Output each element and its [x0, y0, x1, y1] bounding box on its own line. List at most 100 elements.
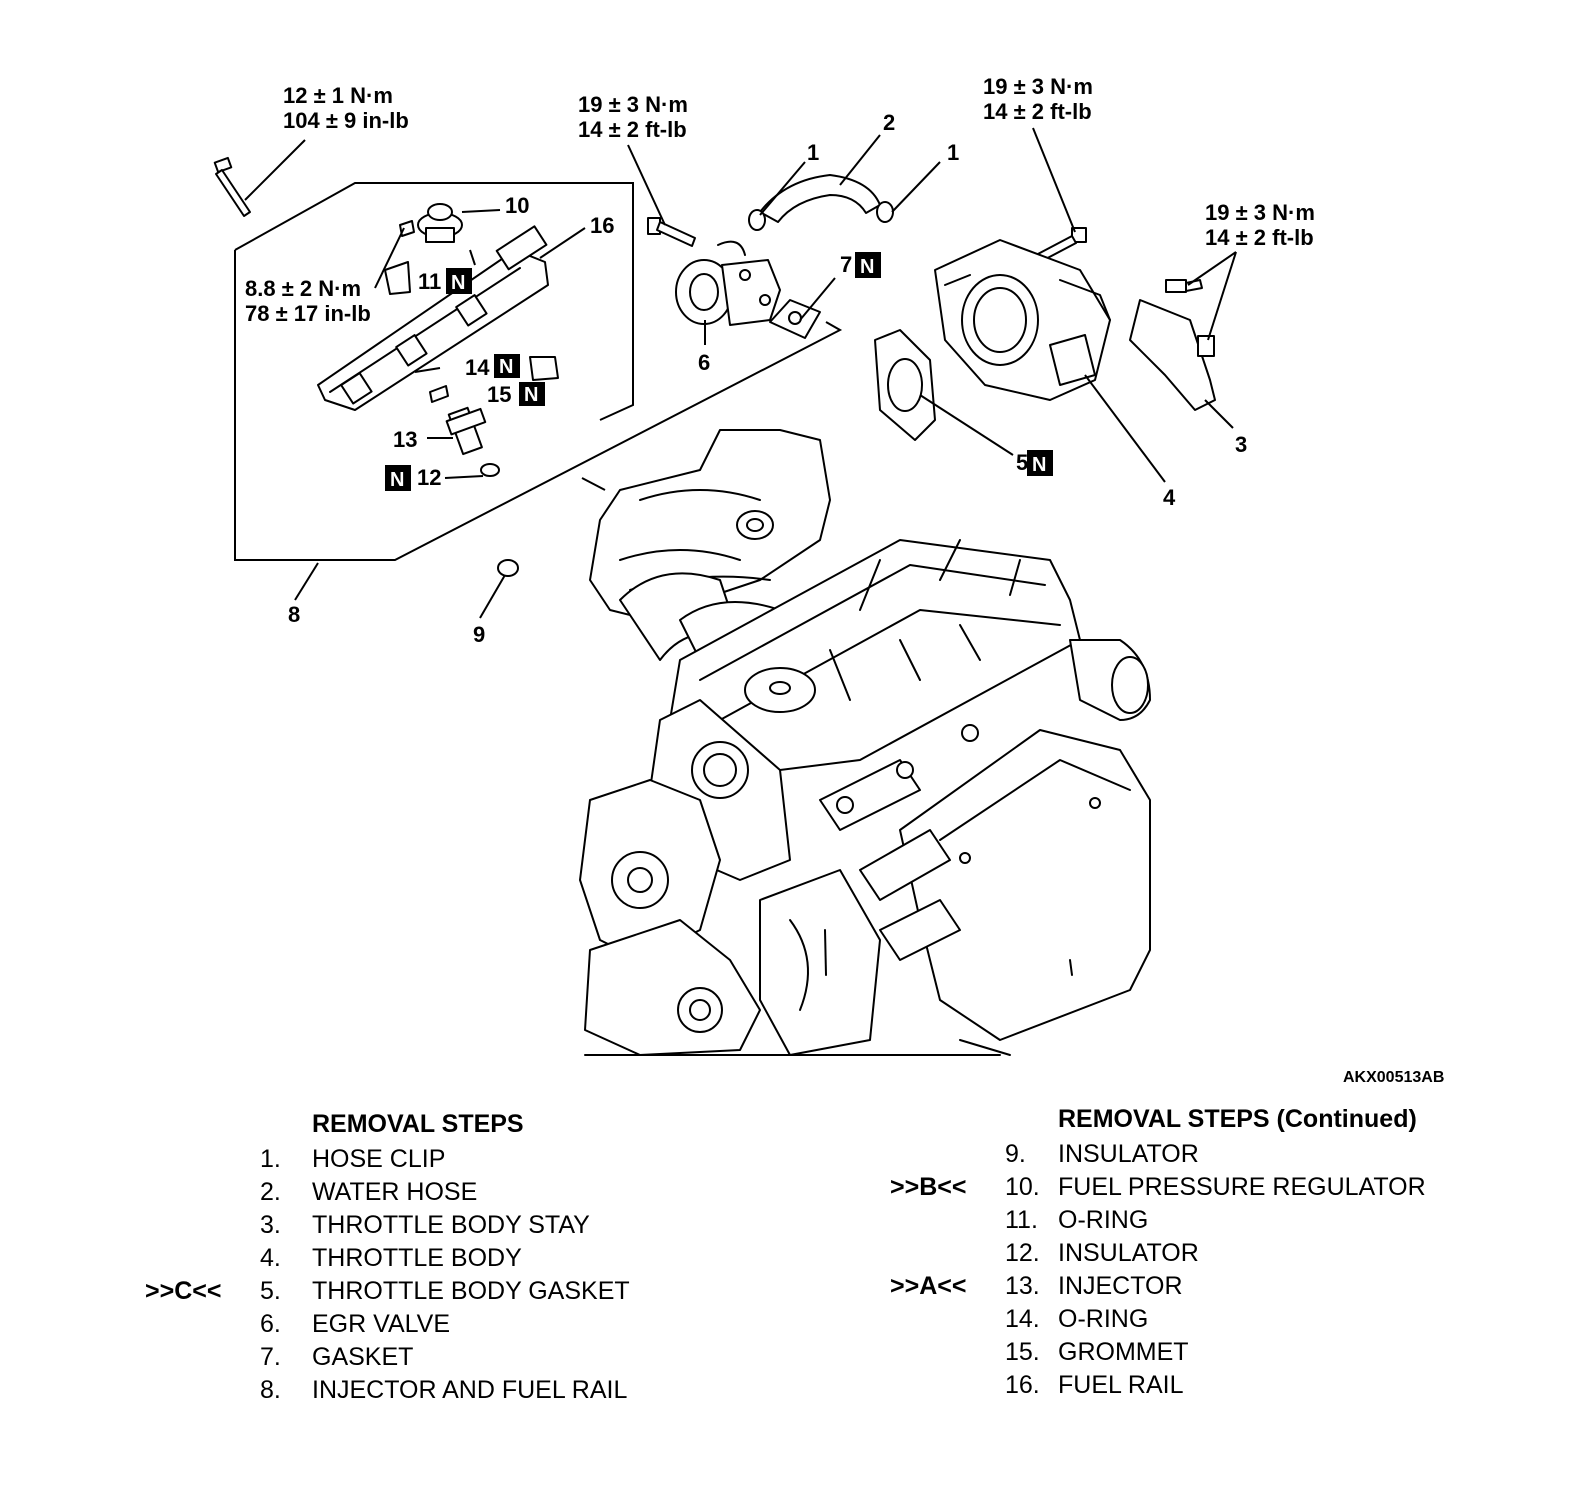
o-ring-14 — [529, 356, 559, 381]
step-text: INJECTOR — [1058, 1272, 1183, 1300]
svg-text:N: N — [524, 384, 538, 406]
egr-valve — [675, 240, 781, 326]
step-text: HOSE CLIP — [312, 1145, 446, 1173]
callout-16: 16 — [590, 213, 614, 238]
callout-12: 12 — [417, 465, 441, 490]
step-number: 3. — [260, 1211, 281, 1239]
step-number: 1. — [260, 1145, 281, 1173]
callout-13: 13 — [393, 427, 417, 452]
throttle-body-gasket — [874, 329, 936, 441]
right-step-row: >>A<< 13. INJECTOR — [890, 1270, 1490, 1303]
left-step-row: 3. THROTTLE BODY STAY — [145, 1209, 765, 1242]
step-number: 16. — [1005, 1371, 1040, 1399]
right-step-row: >>B<<10.FUEL PRESSURE REGULATOR — [890, 1171, 1490, 1204]
torque-egr-ftlb: 14 ± 2 ft-lb — [578, 117, 687, 142]
right-step-row: 16.FUEL RAIL — [890, 1369, 1490, 1402]
left-step-row: 8. INJECTOR AND FUEL RAIL — [145, 1374, 765, 1407]
callout-10: 10 — [505, 193, 529, 218]
right-step-row: 11. O-RING — [890, 1204, 1490, 1237]
step-text: INJECTOR AND FUEL RAIL — [312, 1376, 628, 1404]
insulator-12 — [480, 463, 500, 477]
bolt-egr — [647, 217, 696, 247]
step-text: O-RING — [1058, 1206, 1149, 1234]
step-number: 7. — [260, 1343, 281, 1371]
step-text: THROTTLE BODY GASKET — [312, 1277, 630, 1305]
step-text: THROTTLE BODY STAY — [312, 1211, 590, 1239]
throttle-body-stay — [1129, 279, 1216, 411]
right-step-row: 12. INSULATOR — [890, 1237, 1490, 1270]
callout-6: 6 — [698, 350, 710, 375]
left-step-row: 1. HOSE CLIP — [145, 1143, 765, 1176]
callout-7: 7 — [840, 252, 852, 277]
step-number: 10. — [1005, 1173, 1040, 1201]
callout-14: 14 — [465, 355, 490, 380]
step-number: 14. — [1005, 1305, 1040, 1333]
step-number: 8. — [260, 1376, 281, 1404]
step-reference-mark: >>C<< — [145, 1277, 222, 1305]
left-step-row: 2. WATER HOSE — [145, 1176, 765, 1209]
step-text: WATER HOSE — [312, 1178, 478, 1206]
removal-steps-continued-list: REMOVAL STEPS (Continued) 9.INSULATOR>>B… — [890, 1103, 1490, 1402]
callout-1-left: 1 — [807, 140, 819, 165]
callout-2: 2 — [883, 110, 895, 135]
step-text: INSULATOR — [1058, 1239, 1199, 1267]
torque-regulator-nm: 8.8 ± 2 N·m — [245, 276, 361, 301]
step-text: O-RING — [1058, 1305, 1149, 1333]
bolt-top-left — [213, 156, 251, 217]
left-step-row: >>C<< 5. THROTTLE BODY GASKET — [145, 1275, 765, 1308]
svg-text:N: N — [1032, 454, 1046, 476]
callout-5: 5 — [1016, 450, 1028, 475]
step-text: GROMMET — [1058, 1338, 1189, 1366]
figure-code: AKX00513AB — [1343, 1069, 1444, 1086]
torque-stay-nm: 19 ± 3 N·m — [1205, 200, 1315, 225]
callout-9: 9 — [473, 622, 485, 647]
step-text: INSULATOR — [1058, 1140, 1199, 1168]
exploded-view-diagram: 12 ± 1 N·m 104 ± 9 in-lb 19 ± 3 N·m 14 ±… — [213, 74, 1444, 1086]
fuel-pressure-regulator — [417, 203, 463, 243]
insulator-9 — [497, 559, 519, 577]
step-number: 15. — [1005, 1338, 1040, 1366]
callout-11: 11 — [418, 269, 441, 294]
new-part-mark-12: N — [385, 465, 411, 491]
leader-lines — [244, 127, 1237, 619]
step-text: GASKET — [312, 1343, 414, 1371]
removal-steps-heading: REMOVAL STEPS — [312, 1110, 524, 1138]
grommet-15 — [429, 385, 449, 403]
callout-15: 15 — [487, 382, 511, 407]
svg-text:N: N — [451, 272, 465, 294]
callout-4: 4 — [1163, 485, 1176, 510]
callout-3: 3 — [1235, 432, 1247, 457]
left-step-row: 7. GASKET — [145, 1341, 765, 1374]
new-part-mark-11: N — [446, 268, 472, 294]
right-step-row: 14. O-RING — [890, 1303, 1490, 1336]
left-step-row: 4. THROTTLE BODY — [145, 1242, 765, 1275]
step-text: FUEL PRESSURE REGULATOR — [1058, 1173, 1426, 1201]
torque-egr-nm: 19 ± 3 N·m — [578, 92, 688, 117]
callout-1-right: 1 — [947, 140, 959, 165]
step-text: EGR VALVE — [312, 1310, 451, 1338]
step-number: 4. — [260, 1244, 281, 1272]
new-part-mark-7: N — [855, 252, 881, 278]
throttle-body — [934, 239, 1111, 401]
step-number: 11. — [1005, 1206, 1038, 1234]
torque-top-left-nm: 12 ± 1 N·m — [283, 83, 393, 108]
right-step-row: 9. INSULATOR — [890, 1138, 1490, 1171]
step-number: 12. — [1005, 1239, 1040, 1267]
torque-top-left-inlb: 104 ± 9 in-lb — [283, 108, 409, 133]
step-reference-mark: >>A<< — [890, 1272, 967, 1300]
step-number: 9. — [1005, 1140, 1026, 1168]
step-number: 5. — [260, 1277, 281, 1305]
step-text: THROTTLE BODY — [312, 1244, 522, 1272]
new-part-mark-5: N — [1027, 450, 1053, 476]
torque-regulator-inlb: 78 ± 17 in-lb — [245, 301, 371, 326]
callout-8: 8 — [288, 602, 300, 627]
svg-text:N: N — [499, 356, 513, 378]
svg-text:N: N — [390, 469, 404, 491]
fuel-rail-detail-box — [234, 182, 843, 561]
step-number: 13. — [1005, 1272, 1040, 1300]
new-part-mark-15: N — [519, 382, 545, 406]
step-number: 2. — [260, 1178, 281, 1206]
svg-text:N: N — [860, 256, 874, 278]
o-ring-11 — [384, 261, 411, 295]
torque-tb-ftlb: 14 ± 2 ft-lb — [983, 99, 1092, 124]
